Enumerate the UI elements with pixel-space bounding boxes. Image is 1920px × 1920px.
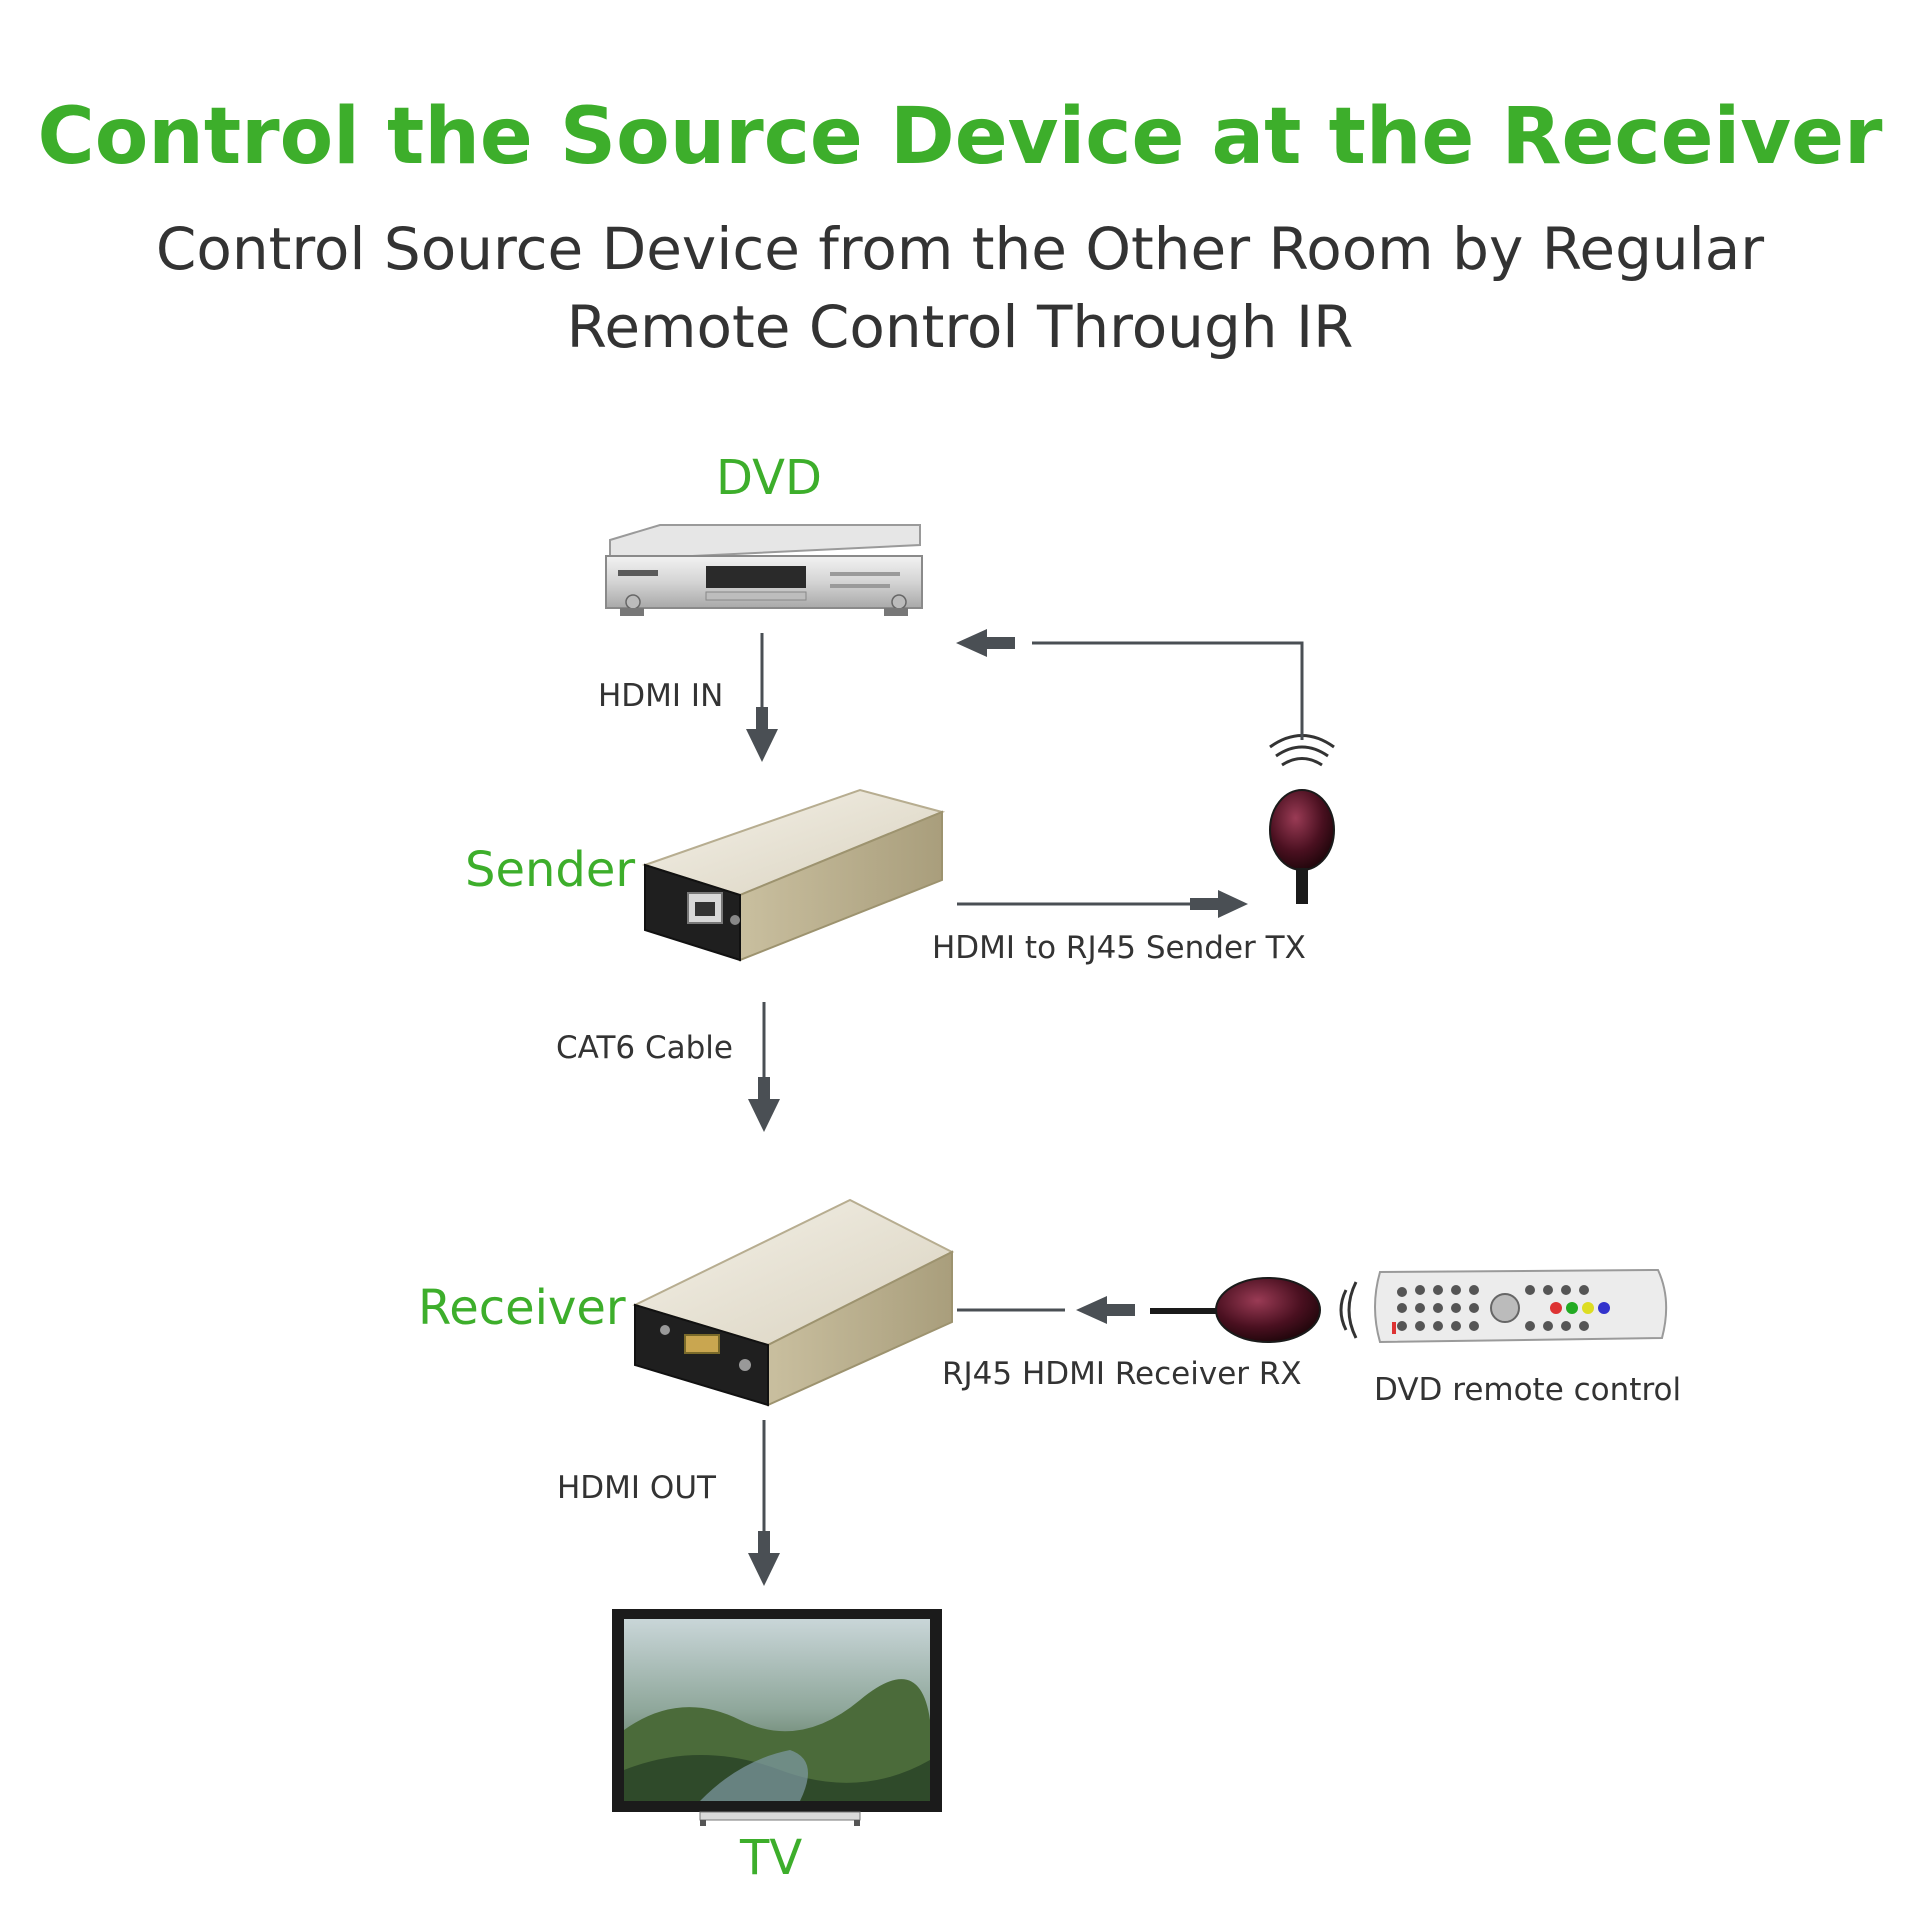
receiver-rx-label: RJ45 HDMI Receiver RX [942, 1356, 1302, 1392]
sender-device-image [641, 788, 946, 962]
receiver-label: Receiver [418, 1280, 626, 1336]
arrow-down-hdmi-out [748, 1531, 780, 1586]
cat6-cable-label: CAT6 Cable [556, 1030, 733, 1066]
arrow-down-hdmi-in [746, 707, 778, 762]
sender-label: Sender [465, 842, 636, 898]
arrow-left-to-dvd [956, 629, 1015, 657]
arrow-right-sender-tx [1190, 890, 1248, 918]
page-subtitle: Control Source Device from the Other Roo… [155, 215, 1765, 361]
tv-label: TV [740, 1830, 803, 1886]
receiver-device-image [632, 1198, 955, 1407]
hdmi-out-label: HDMI OUT [557, 1470, 716, 1506]
ir-receiver-image [1150, 1277, 1358, 1343]
ir-emitter-image [1269, 734, 1335, 904]
remote-control-label: DVD remote control [1374, 1372, 1682, 1408]
connector-lines [760, 633, 1304, 1536]
dvd-player-image [605, 524, 923, 616]
hdmi-in-label: HDMI IN [598, 678, 724, 714]
remote-control-image [1374, 1268, 1668, 1344]
arrowheads [746, 629, 1248, 1586]
tv-image [612, 1609, 942, 1826]
page-title: Control the Source Device at the Receive… [37, 92, 1883, 182]
dvd-label: DVD [716, 450, 822, 506]
arrow-down-cat6 [748, 1077, 780, 1132]
arrow-left-receiver-rx [1076, 1296, 1135, 1324]
sender-tx-label: HDMI to RJ45 Sender TX [932, 930, 1306, 966]
